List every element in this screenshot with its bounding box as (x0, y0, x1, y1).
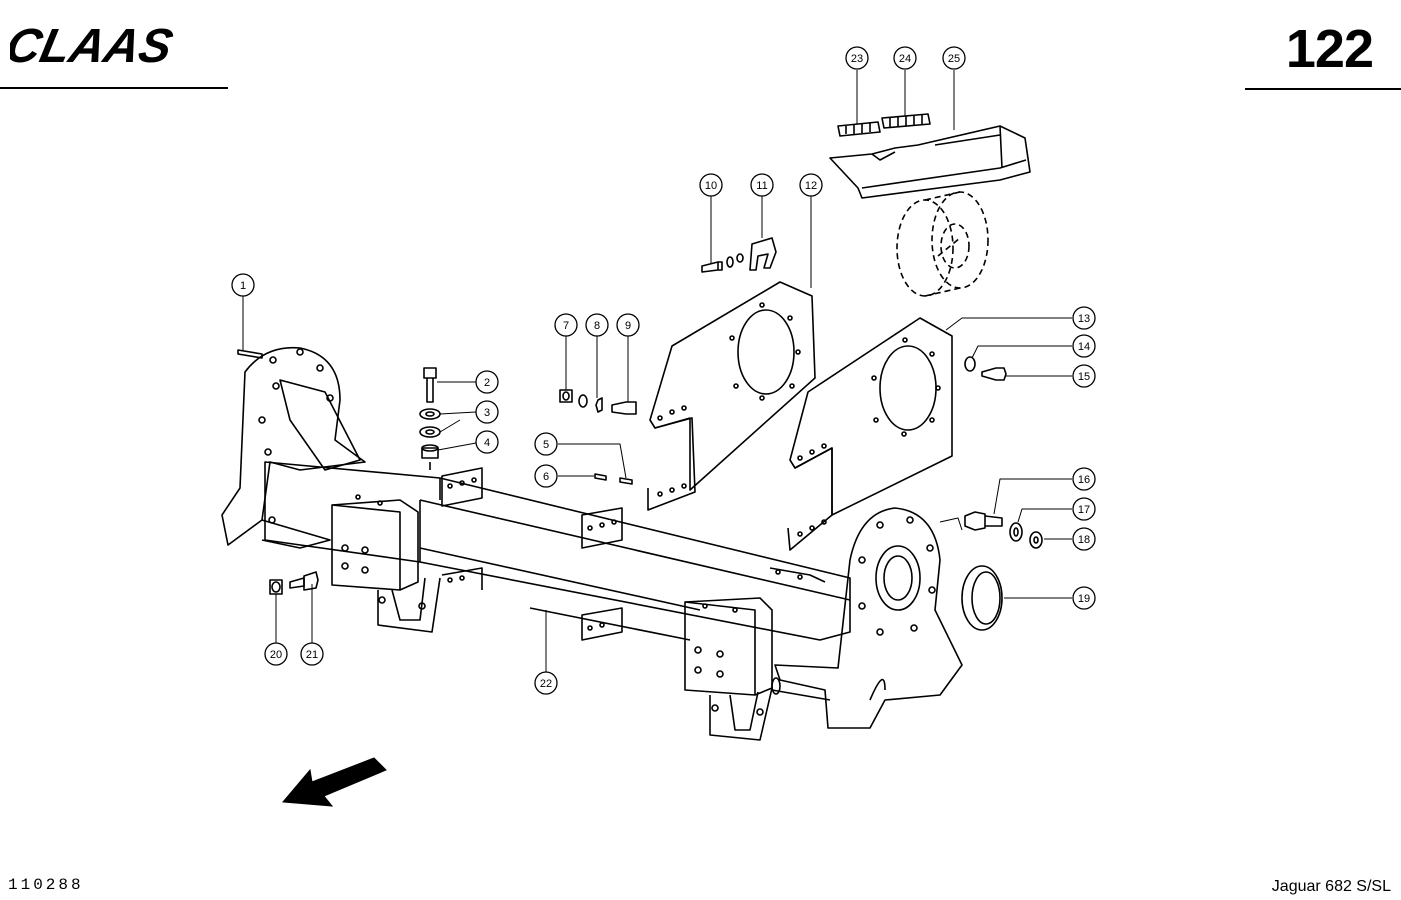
svg-text:20: 20 (270, 649, 282, 661)
svg-text:8: 8 (594, 320, 600, 332)
svg-text:19: 19 (1078, 593, 1090, 605)
svg-text:14: 14 (1078, 341, 1090, 353)
svg-text:9: 9 (625, 320, 631, 332)
callout-25: 25 (942, 46, 966, 70)
drawing-number: 110288 (8, 876, 84, 894)
svg-text:13: 13 (1078, 313, 1090, 325)
callout-13: 13 (1072, 306, 1096, 330)
callout-6: 6 (534, 464, 558, 488)
callout-23: 23 (845, 46, 869, 70)
header-rule-right (1245, 88, 1401, 90)
claas-logo-text: CLAAS (10, 20, 177, 70)
svg-text:3: 3 (484, 407, 490, 419)
callout-20: 20 (264, 642, 288, 666)
callout-22: 22 (534, 671, 558, 695)
callout-21: 21 (300, 642, 324, 666)
callout-10: 10 (699, 173, 723, 197)
svg-text:1: 1 (240, 280, 246, 292)
hardware (237, 237, 1043, 631)
axle-beam (264, 461, 851, 641)
header-rule-left (0, 87, 228, 89)
frame-drawing (221, 70, 1072, 741)
phantom-hub (896, 191, 989, 297)
shim-24 (881, 113, 931, 129)
callout-16: 16 (1072, 467, 1096, 491)
callout-4: 4 (475, 430, 499, 454)
model-label: Jaguar 682 S/SL (1271, 878, 1391, 895)
svg-text:22: 22 (540, 678, 552, 690)
svg-text:2: 2 (484, 377, 490, 389)
svg-text:16: 16 (1078, 474, 1090, 486)
svg-text:23: 23 (851, 53, 863, 65)
page-number: 122 (1285, 19, 1374, 79)
callouts: 1 2 3 4 5 6 7 8 9 10 11 12 13 14 15 16 1… (231, 46, 1096, 695)
svg-text:17: 17 (1078, 504, 1090, 516)
callout-12: 12 (799, 173, 823, 197)
direction-arrow-icon (281, 757, 387, 807)
leader-lines (242, 70, 1072, 672)
callout-17: 17 (1072, 497, 1096, 521)
svg-text:18: 18 (1078, 534, 1090, 546)
callout-11: 11 (750, 173, 774, 197)
callout-5: 5 (534, 432, 558, 456)
beam-tabs (441, 467, 826, 641)
right-flange (771, 507, 963, 729)
svg-text:24: 24 (899, 53, 911, 65)
svg-text:25: 25 (948, 53, 960, 65)
callout-15: 15 (1072, 364, 1096, 388)
claas-logo: CLAAS (10, 20, 240, 70)
svg-text:12: 12 (805, 180, 817, 192)
callout-18: 18 (1072, 527, 1096, 551)
cover-plate-25 (829, 125, 1031, 199)
callout-19: 19 (1072, 586, 1096, 610)
left-bracket (331, 494, 441, 633)
plate-13 (787, 317, 953, 551)
svg-text:11: 11 (756, 180, 767, 192)
plate-12 (647, 281, 816, 511)
callout-14: 14 (1072, 334, 1096, 358)
callout-1: 1 (231, 273, 255, 297)
callout-24: 24 (893, 46, 917, 70)
left-flange (221, 346, 366, 549)
svg-text:15: 15 (1078, 371, 1090, 383)
svg-text:4: 4 (484, 437, 490, 449)
svg-text:10: 10 (705, 180, 717, 192)
svg-text:21: 21 (306, 649, 318, 661)
callout-9: 9 (616, 313, 640, 337)
right-bracket (684, 597, 773, 741)
callout-3: 3 (475, 400, 499, 424)
callout-2: 2 (475, 370, 499, 394)
shim-23 (837, 121, 881, 137)
callout-7: 7 (554, 313, 578, 337)
svg-text:5: 5 (543, 439, 549, 451)
claas-logo-graphic: CLAAS (10, 20, 177, 70)
svg-text:6: 6 (543, 471, 549, 483)
callout-8: 8 (585, 313, 609, 337)
svg-text:7: 7 (563, 320, 569, 332)
